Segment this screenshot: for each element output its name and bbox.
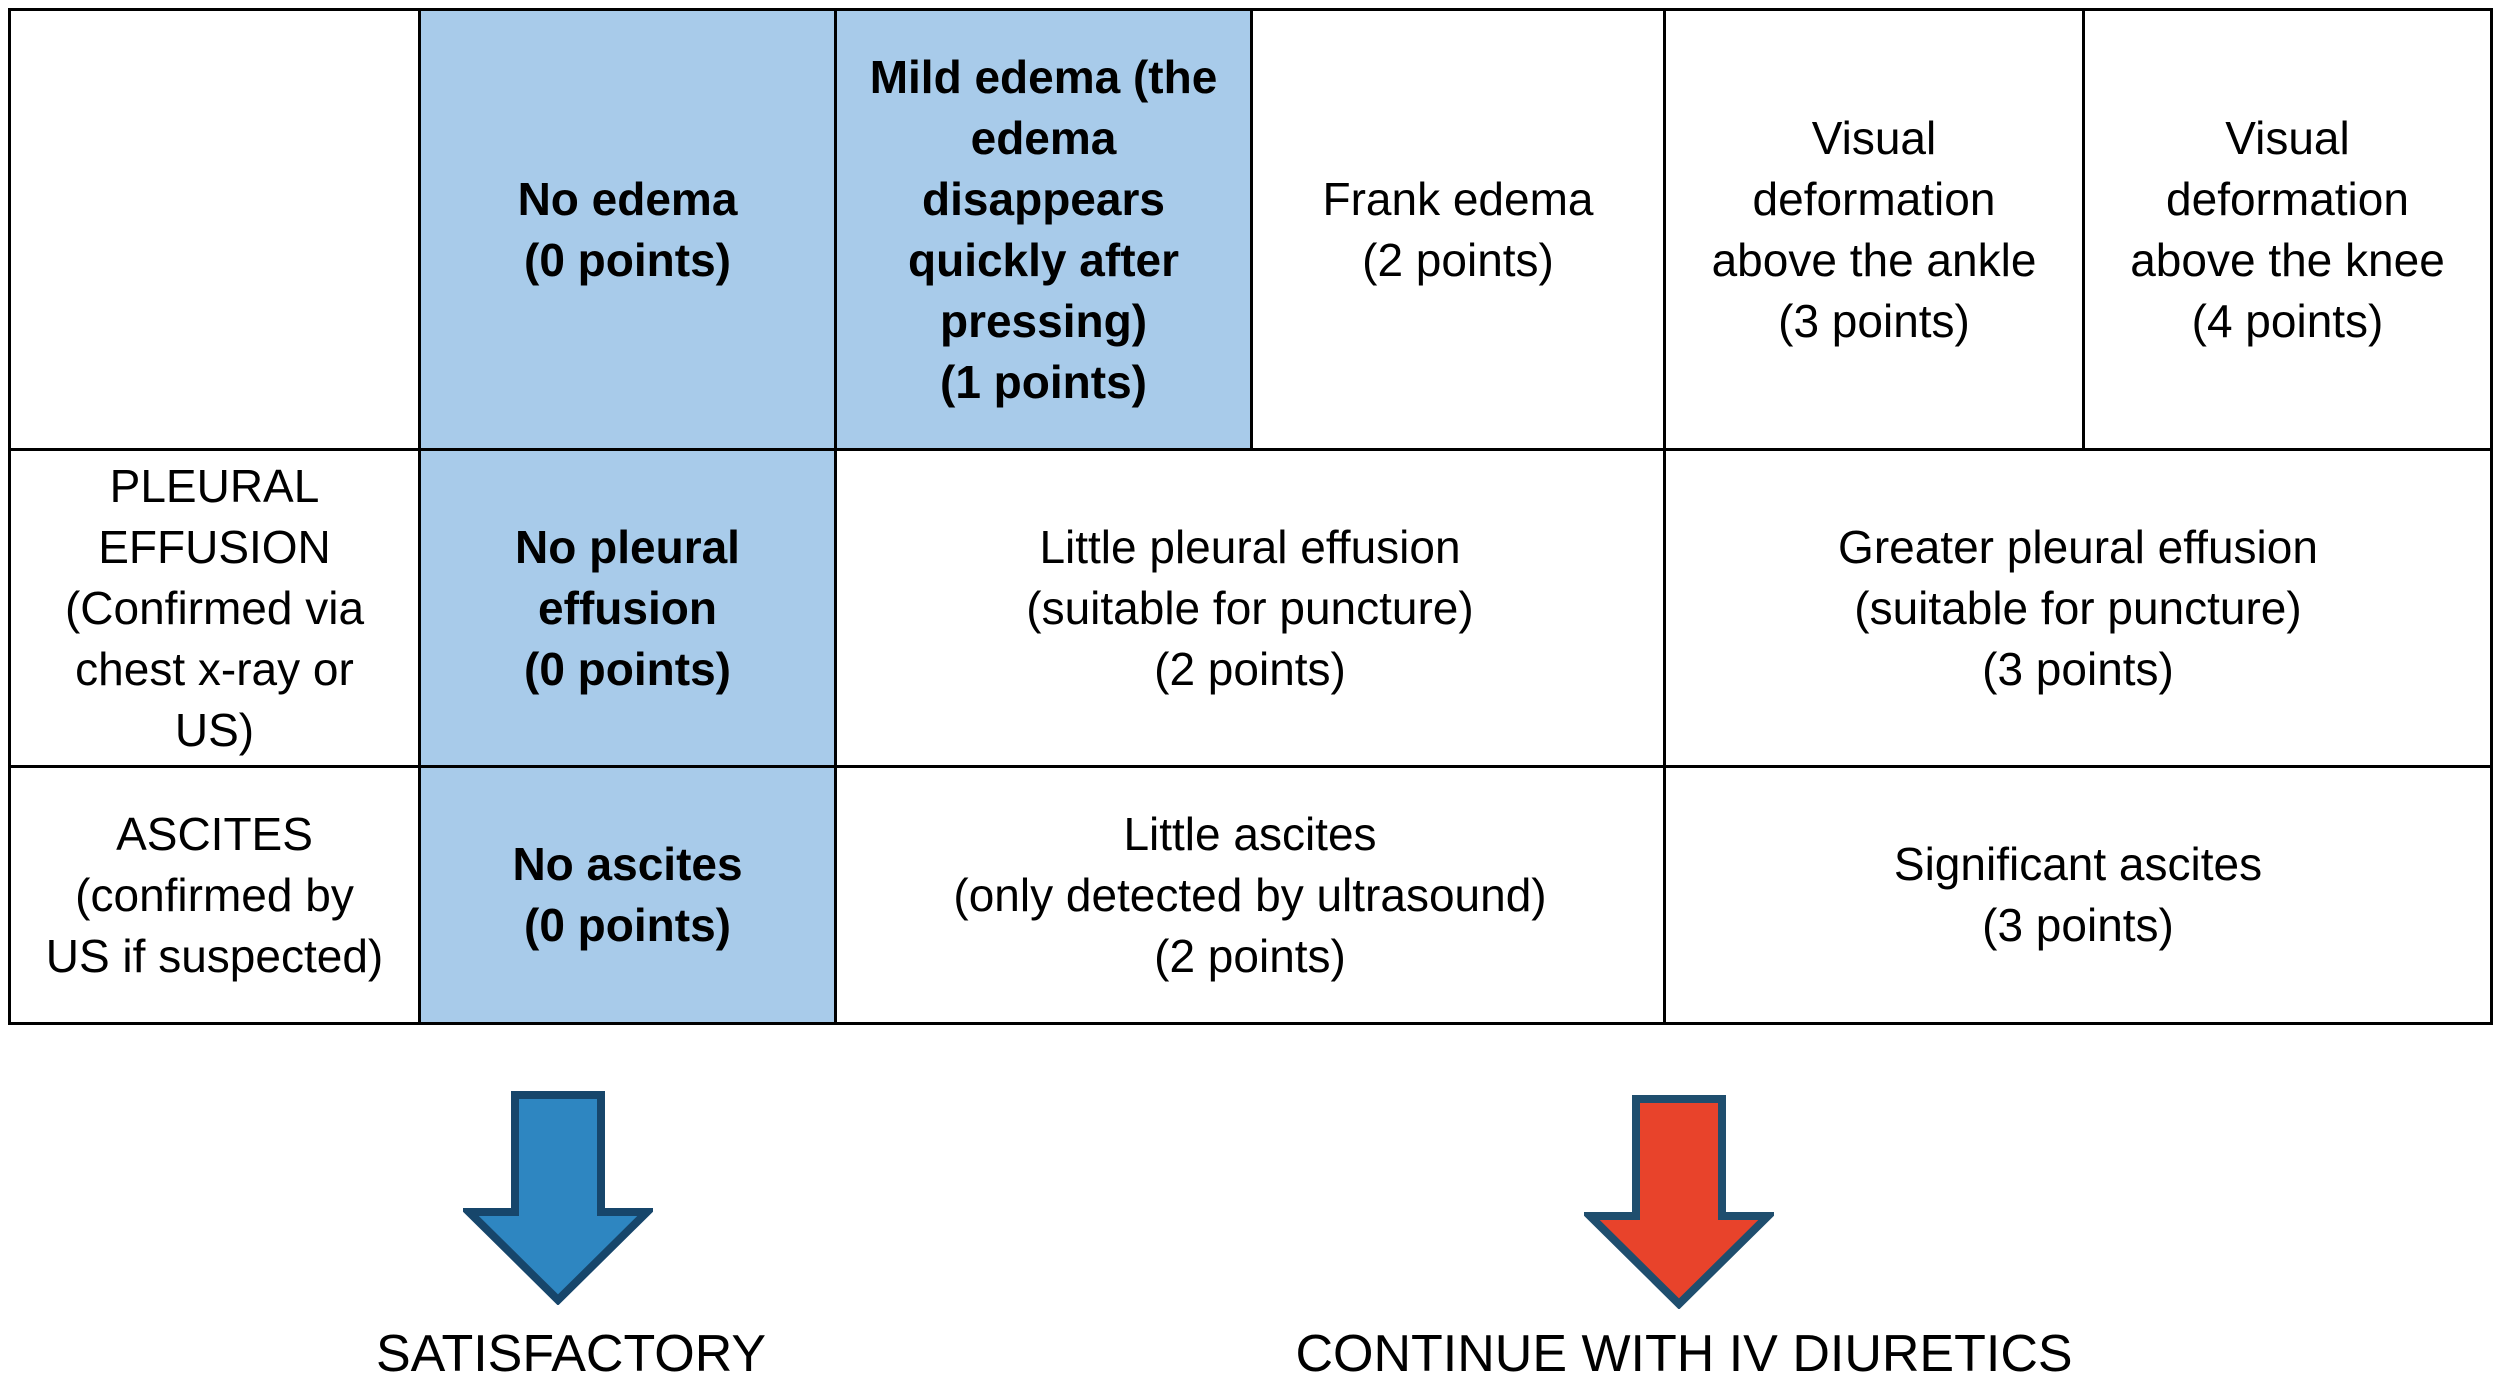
header-cell-mild-edema: Mild edema (the edema disappears quickly… bbox=[834, 8, 1253, 451]
ascites-row: ASCITES (confirmed by US if suspected) N… bbox=[8, 765, 2493, 1025]
header-cell-no-edema: No edema (0 points) bbox=[418, 8, 837, 451]
header-cell-frank-edema: Frank edema (2 points) bbox=[1250, 8, 1666, 451]
cell-no-pleural-effusion: No pleural effusion (0 points) bbox=[418, 448, 837, 768]
cell-little-pleural-effusion: Little pleural effusion (suitable for pu… bbox=[834, 448, 1666, 768]
corner-cell bbox=[8, 8, 421, 451]
cell-greater-pleural-effusion: Greater pleural effusion (suitable for p… bbox=[1663, 448, 2493, 768]
down-arrow-polygon bbox=[1584, 1095, 1774, 1309]
continue-iv-diuretics-label: CONTINUE WITH IV DIURETICS bbox=[1295, 1325, 2073, 1383]
satisfactory-label: SATISFACTORY bbox=[375, 1325, 767, 1383]
satisfactory-down-arrow-icon bbox=[463, 1091, 653, 1305]
row-label-ascites: ASCITES (confirmed by US if suspected) bbox=[8, 765, 421, 1025]
header-row: No edema (0 points) Mild edema (the edem… bbox=[8, 8, 2493, 451]
down-arrow-polygon bbox=[463, 1091, 653, 1305]
cell-little-ascites: Little ascites (only detected by ultraso… bbox=[834, 765, 1666, 1025]
cell-significant-ascites: Significant ascites (3 points) bbox=[1663, 765, 2493, 1025]
pleural-effusion-row: PLEURAL EFFUSION (Confirmed via chest x-… bbox=[8, 448, 2493, 768]
scoring-table: No edema (0 points) Mild edema (the edem… bbox=[8, 8, 2493, 1025]
row-label-pleural-effusion: PLEURAL EFFUSION (Confirmed via chest x-… bbox=[8, 448, 421, 768]
header-cell-visual-deformation-ankle: Visual deformation above the ankle (3 po… bbox=[1663, 8, 2085, 451]
cell-no-ascites: No ascites (0 points) bbox=[418, 765, 837, 1025]
continue-iv-down-arrow-icon bbox=[1584, 1095, 1774, 1309]
header-cell-visual-deformation-knee: Visual deformation above the knee (4 poi… bbox=[2082, 8, 2493, 451]
